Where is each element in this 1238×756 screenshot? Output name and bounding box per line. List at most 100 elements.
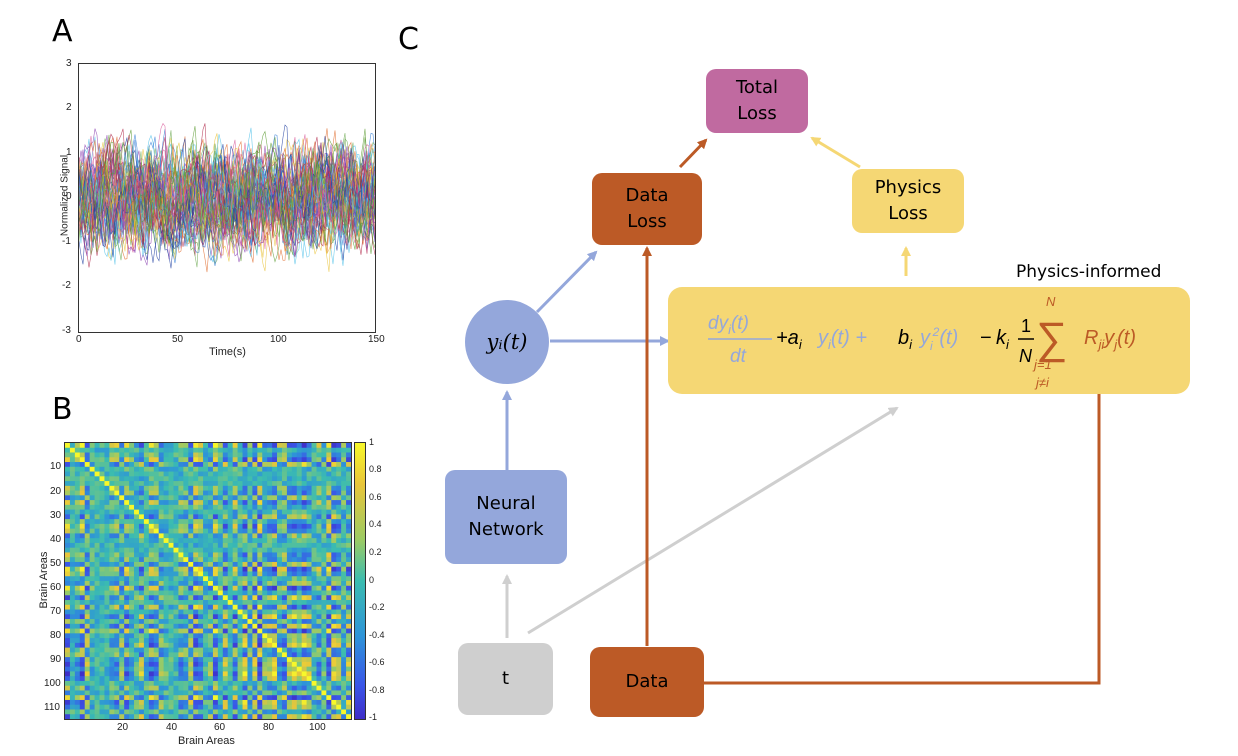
heatmap-cell	[104, 685, 110, 691]
data-loss-box: Data Loss	[592, 173, 702, 245]
ytick-a: -1	[62, 236, 71, 247]
heatmap-cell	[104, 647, 110, 653]
heatmap-cell	[242, 528, 248, 534]
heatmap-cell	[237, 462, 243, 468]
heatmap-cell	[242, 519, 248, 525]
heatmap-cell	[114, 704, 120, 710]
heatmap-cell	[242, 566, 248, 572]
heatmap-cell	[143, 447, 150, 453]
heatmap-cell	[129, 547, 135, 553]
heatmap-cell	[129, 485, 135, 491]
heatmap-cell	[281, 457, 288, 463]
heatmap-cell	[326, 452, 332, 458]
heatmap-cell	[178, 628, 184, 634]
heatmap-cell	[281, 699, 288, 706]
heatmap-cell	[247, 447, 253, 453]
heatmap-cell	[183, 457, 189, 463]
heatmap-cell	[163, 490, 169, 496]
heatmap-cell	[119, 500, 125, 506]
heatmap-cell	[114, 533, 120, 539]
heatmap-cell	[247, 452, 253, 458]
heatmap-cell	[69, 466, 76, 472]
heatmap-cell	[331, 566, 337, 572]
heatmap-cell	[129, 619, 135, 625]
heatmap-cell	[168, 547, 174, 553]
heatmap-cell	[272, 676, 278, 682]
heatmap-cell	[331, 452, 337, 458]
heatmap-cell	[89, 585, 95, 591]
heatmap-cell	[267, 623, 273, 629]
heatmap-cell	[326, 690, 332, 696]
heatmap-cell	[296, 590, 302, 596]
heatmap-cell	[79, 547, 86, 553]
heatmap-cell	[242, 604, 248, 610]
heatmap-cell	[168, 533, 174, 539]
heatmap-cell	[188, 714, 194, 719]
heatmap-cell	[193, 609, 199, 615]
heatmap-cell	[331, 509, 337, 515]
heatmap-cell	[217, 685, 224, 691]
heatmap-cell	[89, 666, 95, 672]
heatmap-cell	[321, 447, 327, 453]
heatmap-cell	[262, 462, 268, 468]
heatmap-cell	[321, 519, 327, 525]
heatmap-cell	[237, 528, 243, 534]
heatmap-cell	[306, 495, 312, 501]
heatmap-cell	[242, 638, 248, 644]
heatmap-cell	[109, 690, 115, 696]
heatmap-cell	[129, 571, 135, 577]
heatmap-cell	[69, 533, 76, 539]
heatmap-cell	[193, 671, 199, 677]
heatmap-cell	[104, 709, 110, 715]
heatmap-cell	[138, 504, 145, 510]
heatmap-cell	[212, 552, 219, 558]
heatmap-cell	[301, 690, 307, 696]
heatmap-cell	[119, 652, 125, 658]
heatmap-cell	[301, 542, 307, 548]
heatmap-cell	[242, 557, 248, 563]
heatmap-cell	[143, 514, 150, 520]
heatmap-cell	[65, 690, 71, 696]
heatmap-cell	[153, 481, 159, 487]
heatmap-cell	[168, 557, 174, 563]
heatmap-cell	[277, 695, 283, 701]
heatmap-cell	[153, 476, 159, 482]
heatmap-cell	[138, 609, 145, 615]
heatmap-cell	[65, 661, 71, 667]
heatmap-cell	[109, 676, 115, 682]
heatmap-cell	[198, 704, 204, 710]
heatmap-cell	[104, 490, 110, 496]
heatmap-cell	[134, 671, 140, 677]
heatmap-cell	[257, 457, 263, 463]
heatmap-cell	[237, 457, 243, 463]
heatmap-cell	[208, 538, 214, 544]
svg-text:1: 1	[1021, 316, 1031, 336]
heatmap-cell	[321, 619, 327, 625]
heatmap-cell	[208, 652, 214, 658]
heatmap-cell	[198, 604, 204, 610]
heatmap-cell	[134, 628, 140, 634]
heatmap-cell	[134, 523, 140, 529]
heatmap-cell	[183, 628, 189, 634]
heatmap-cell	[272, 447, 278, 453]
heatmap-cell	[198, 690, 204, 696]
heatmap-cell	[89, 714, 95, 719]
heatmap-cell	[252, 557, 258, 563]
heatmap-cell	[65, 595, 71, 601]
heatmap-cell	[178, 695, 184, 701]
heatmap-cell	[104, 471, 110, 477]
heatmap-cell	[178, 661, 184, 667]
heatmap-cell	[99, 685, 105, 691]
heatmap-cell	[153, 600, 159, 606]
heatmap-cell	[143, 619, 150, 625]
heatmap-cell	[208, 671, 214, 677]
heatmap-cell	[321, 685, 327, 691]
heatmap-cell	[346, 523, 351, 529]
heatmap-cell	[247, 628, 253, 634]
heatmap-cell	[277, 676, 283, 682]
heatmap-cell	[222, 623, 229, 629]
heatmap-cell	[109, 695, 115, 701]
heatmap-cell	[134, 614, 140, 620]
heatmap-cell	[262, 538, 268, 544]
heatmap-cell	[178, 557, 184, 563]
